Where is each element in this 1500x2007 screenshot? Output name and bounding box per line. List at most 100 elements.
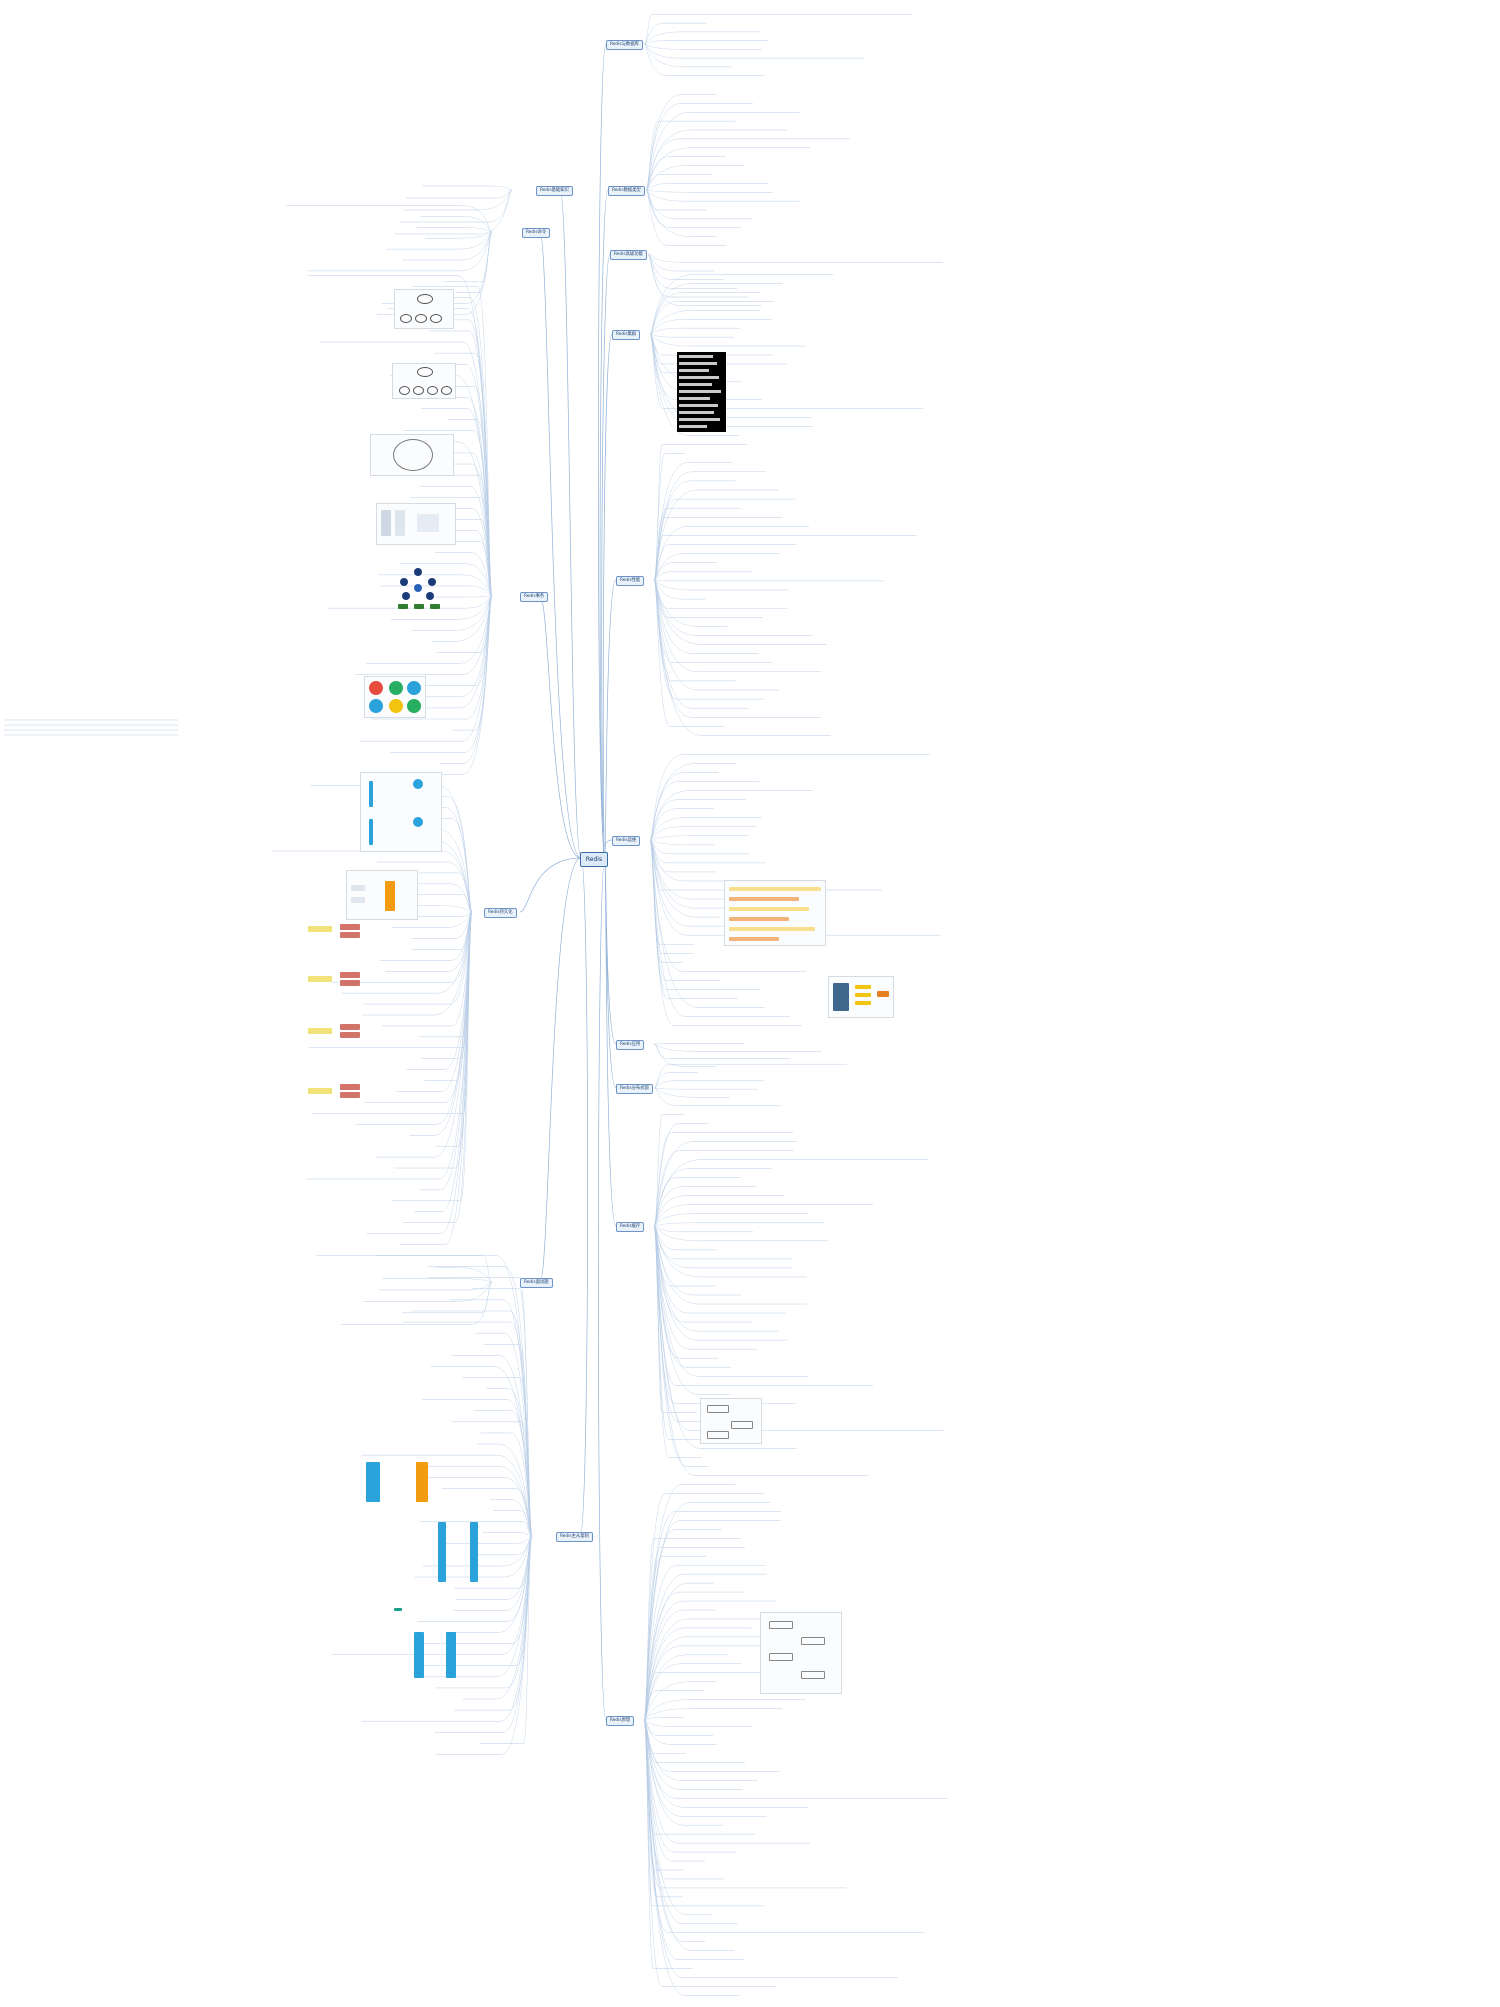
branch-node[interactable]: Redis运维 (612, 836, 641, 846)
branch-node[interactable]: Redis主从复制 (556, 1532, 593, 1542)
leaf-connector (649, 781, 678, 841)
replication-diagram-image (360, 772, 442, 852)
leaf-connector (445, 911, 473, 928)
arch-row-block (340, 932, 360, 938)
leaf-connector (465, 231, 493, 315)
branch-node[interactable]: Redis基础知识 (536, 186, 573, 196)
leaf-connector (643, 1719, 678, 1960)
branch-node[interactable]: Redis集群 (612, 330, 641, 340)
leaf-connector (441, 850, 473, 913)
leaf-connector (649, 839, 662, 963)
central-topic[interactable]: Redis (580, 852, 608, 867)
diagram-node (430, 314, 442, 323)
diagram-node (441, 386, 452, 395)
cluster-node (414, 584, 422, 592)
leaf-connector (649, 333, 672, 338)
leaf-connector (522, 1521, 533, 1537)
timeline-row (729, 887, 821, 891)
leaf-connector (645, 189, 677, 220)
leaf-connector (645, 189, 671, 228)
replica-node (413, 817, 423, 827)
branch-node[interactable]: Redis持久化 (484, 908, 517, 918)
leaf-connector (643, 14, 653, 45)
leaf-connector (649, 839, 695, 909)
branch-node[interactable]: Redis高级功能 (610, 250, 647, 260)
leaf-connector (647, 253, 670, 298)
branch-connector (559, 189, 582, 859)
ring-diagram-image (370, 434, 454, 476)
arch-row-block (340, 1084, 360, 1090)
timeline-table-image (724, 880, 826, 946)
leaf-connector (653, 1087, 679, 1107)
branch-node[interactable]: Redis应用 (616, 1040, 645, 1050)
leaf-connector (653, 553, 685, 581)
leaf-connector (653, 1225, 680, 1233)
branch-connector (604, 579, 617, 859)
leaf-connector (649, 283, 693, 335)
leaf-connector (520, 1532, 533, 1537)
leaf-connector (653, 562, 673, 581)
branch-connector (598, 857, 607, 1721)
leaf-connector (463, 595, 493, 598)
leaf-connector (649, 839, 691, 900)
leaf-connector (643, 1699, 690, 1721)
leaf-connector (456, 1266, 493, 1283)
branch-node[interactable]: Redis缓存 (616, 1222, 645, 1232)
leaf-connector (513, 1535, 533, 1544)
diagram-node (417, 367, 433, 377)
diagram-node (415, 314, 427, 323)
sequence-marker (394, 1608, 402, 1611)
table-block (381, 510, 391, 536)
terminal-line (679, 397, 710, 400)
leaf-connector (643, 31, 682, 45)
branch-node[interactable]: Redis数据类型 (608, 186, 645, 196)
terminal-line (679, 362, 717, 365)
sentinel-circle (389, 681, 403, 695)
leaf-connector (643, 43, 680, 59)
leaf-connector (645, 189, 692, 193)
branch-node[interactable]: Redis命令 (522, 228, 551, 238)
leaf-connector (434, 911, 473, 1158)
branch-node[interactable]: Redis面试题 (520, 1278, 553, 1288)
branch-node[interactable]: Redis性能 (616, 576, 645, 586)
branch-node[interactable]: Redis与数据库 (606, 40, 643, 50)
branch-connector (599, 189, 609, 859)
terminal-screenshot (677, 352, 726, 432)
sentinel-circle (389, 699, 403, 713)
leaf-connector (643, 1582, 689, 1721)
leaf-connector (649, 826, 681, 841)
branch-node[interactable]: Redis原理 (606, 1716, 635, 1726)
leaf-connector (649, 333, 677, 400)
leaf-connector (653, 1087, 685, 1090)
branch-node[interactable]: Redis分布式锁 (616, 1084, 653, 1094)
sentinel-circle (369, 681, 383, 695)
structure-diagram-image (394, 289, 454, 329)
leaf-connector (501, 1535, 533, 1755)
branch-node[interactable]: Redis事务 (520, 592, 549, 602)
flowchart-box (769, 1621, 793, 1629)
terminal-line (679, 376, 719, 379)
leaf-connector (460, 231, 493, 272)
leaf-connector (458, 231, 493, 239)
arch-row-block (340, 1092, 360, 1098)
replica-bar (369, 819, 373, 845)
leaf-connector (653, 579, 693, 654)
leaf-connector (645, 189, 691, 237)
leaf-connector (649, 333, 690, 347)
leaf-connector (458, 231, 493, 250)
info-block (855, 993, 871, 997)
leaf-connector (444, 911, 473, 1245)
info-block (855, 1001, 871, 1005)
flowchart-box (707, 1405, 729, 1413)
terminal-line (679, 369, 709, 372)
leaf-connector (649, 292, 684, 335)
leaf-connector (489, 189, 513, 223)
leaf-connector (649, 333, 684, 391)
leaf-connector (461, 595, 493, 742)
leaf-connector (503, 1535, 533, 1733)
leaf-connector (649, 763, 695, 841)
sequence-lane (414, 1632, 424, 1678)
info-block (855, 985, 871, 989)
leaf-connector (643, 1708, 691, 1721)
